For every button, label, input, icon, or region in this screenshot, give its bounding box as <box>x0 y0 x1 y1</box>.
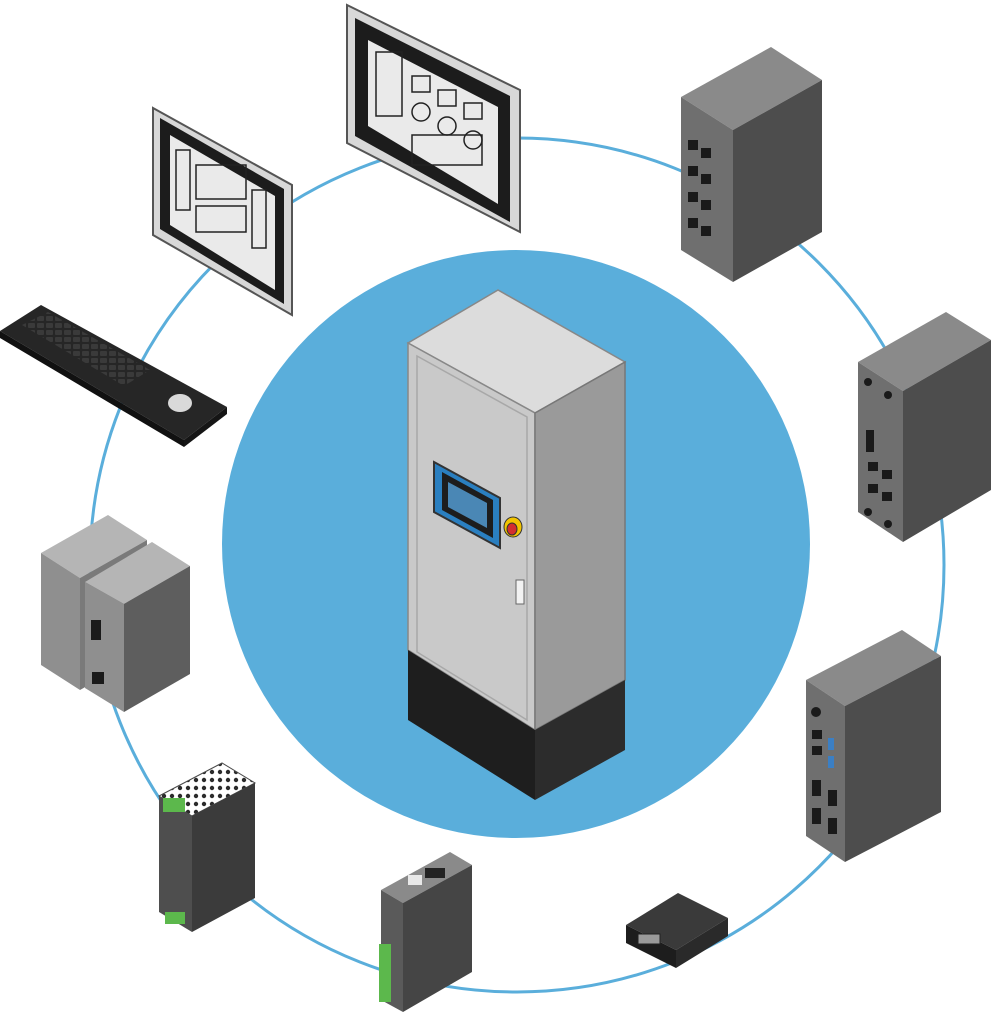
trackball-icon <box>168 394 192 412</box>
media-converter <box>41 515 190 712</box>
hmi-panel-dashboard <box>346 3 521 234</box>
embedded-box-pc <box>806 630 941 862</box>
cabinet-hmi-screen <box>433 460 501 550</box>
din-rail-power-supply <box>157 762 257 932</box>
managed-switch <box>681 47 822 282</box>
industrial-keyboard <box>0 305 227 447</box>
serial-adapter <box>626 893 728 968</box>
ethernet-port-icon <box>688 140 711 236</box>
hmi-panel-window <box>152 106 293 317</box>
control-cabinet <box>406 289 627 800</box>
terminal-block-icon <box>379 944 391 1002</box>
emergency-stop-icon <box>503 516 523 538</box>
cabinet-handle <box>515 579 525 605</box>
terminal-block-icon <box>163 798 185 812</box>
io-gateway <box>379 852 472 1012</box>
industrial-router <box>858 312 991 542</box>
